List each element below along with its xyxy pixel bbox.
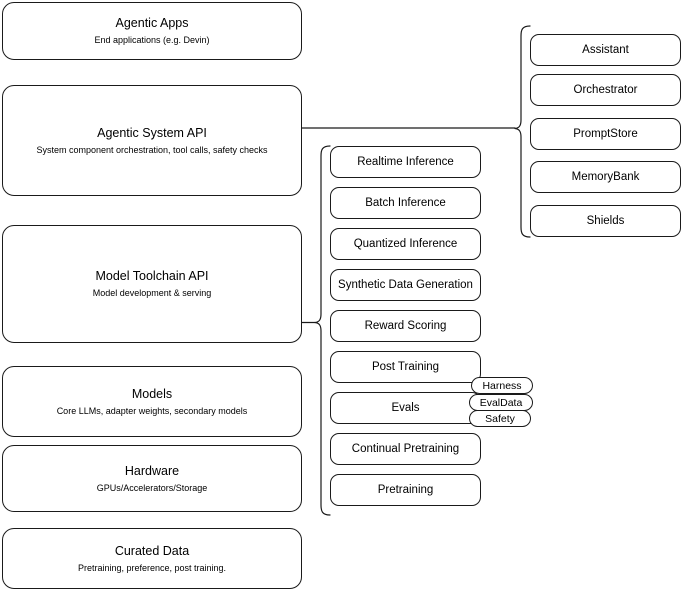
system-label: MemoryBank xyxy=(571,171,640,183)
layer-subtitle: Pretraining, preference, post training. xyxy=(77,562,227,573)
system-box-shields[interactable]: Shields xyxy=(530,205,681,237)
layer-title: Agentic System API xyxy=(97,125,207,140)
toolchain-label: Quantized Inference xyxy=(353,238,458,250)
layer-title: Curated Data xyxy=(114,543,190,558)
system-label: Orchestrator xyxy=(573,84,638,96)
toolchain-box-pretraining[interactable]: Pretraining xyxy=(330,474,481,506)
brace-system-components xyxy=(514,25,531,238)
system-label: PromptStore xyxy=(573,128,638,140)
layer-subtitle: GPUs/Accelerators/Storage xyxy=(96,482,208,493)
toolchain-label: Post Training xyxy=(371,361,440,373)
toolchain-box-evals[interactable]: Evals xyxy=(330,392,481,424)
layer-title: Agentic Apps xyxy=(115,16,189,30)
layer-subtitle: End applications (e.g. Devin) xyxy=(94,35,210,45)
eval-tag-label: EvalData xyxy=(479,396,523,409)
layer-box-agentic-apps[interactable]: Agentic Apps End applications (e.g. Devi… xyxy=(2,2,302,60)
layer-title: Hardware xyxy=(124,463,180,478)
toolchain-box-reward-scoring[interactable]: Reward Scoring xyxy=(330,310,481,342)
toolchain-label: Evals xyxy=(391,402,420,414)
eval-tag-label: Harness xyxy=(482,379,522,392)
toolchain-label: Continual Pretraining xyxy=(351,443,460,455)
toolchain-label: Reward Scoring xyxy=(364,320,447,332)
brace-toolchain-components xyxy=(314,145,331,516)
layer-box-hardware[interactable]: Hardware GPUs/Accelerators/Storage xyxy=(2,445,302,512)
layer-title: Models xyxy=(131,386,173,401)
eval-tag-label: Safety xyxy=(485,412,515,425)
layer-subtitle: Core LLMs, adapter weights, secondary mo… xyxy=(56,405,248,416)
system-box-memorybank[interactable]: MemoryBank xyxy=(530,161,681,193)
toolchain-box-post-training[interactable]: Post Training xyxy=(330,351,481,383)
toolchain-box-batch-inference[interactable]: Batch Inference xyxy=(330,187,481,219)
system-box-orchestrator[interactable]: Orchestrator xyxy=(530,74,681,106)
layer-title: Model Toolchain API xyxy=(95,269,209,283)
system-label: Shields xyxy=(586,215,625,227)
toolchain-box-realtime-inference[interactable]: Realtime Inference xyxy=(330,146,481,178)
toolchain-label: Synthetic Data Generation xyxy=(338,279,473,291)
toolchain-box-continual-pretraining[interactable]: Continual Pretraining xyxy=(330,433,481,465)
system-label: Assistant xyxy=(582,44,629,56)
toolchain-label: Batch Inference xyxy=(365,197,446,209)
system-box-assistant[interactable]: Assistant xyxy=(530,34,681,66)
eval-tag-harness[interactable]: Harness xyxy=(471,377,533,394)
layer-box-curated-data[interactable]: Curated Data Pretraining, preference, po… xyxy=(2,528,302,589)
layer-box-model-toolchain-api[interactable]: Model Toolchain API Model development & … xyxy=(2,225,302,343)
toolchain-box-synthetic-data-generation[interactable]: Synthetic Data Generation xyxy=(330,269,481,301)
toolchain-box-quantized-inference[interactable]: Quantized Inference xyxy=(330,228,481,260)
layer-subtitle: System component orchestration, tool cal… xyxy=(36,144,268,155)
layer-box-models[interactable]: Models Core LLMs, adapter weights, secon… xyxy=(2,366,302,437)
layer-box-agentic-system-api[interactable]: Agentic System API System component orch… xyxy=(2,85,302,196)
eval-tag-evaldata[interactable]: EvalData xyxy=(469,394,533,411)
toolchain-label: Pretraining xyxy=(377,484,434,496)
eval-tag-safety[interactable]: Safety xyxy=(469,410,531,427)
toolchain-label: Realtime Inference xyxy=(357,156,454,168)
system-box-promptstore[interactable]: PromptStore xyxy=(530,118,681,150)
layer-subtitle: Model development & serving xyxy=(92,288,212,298)
